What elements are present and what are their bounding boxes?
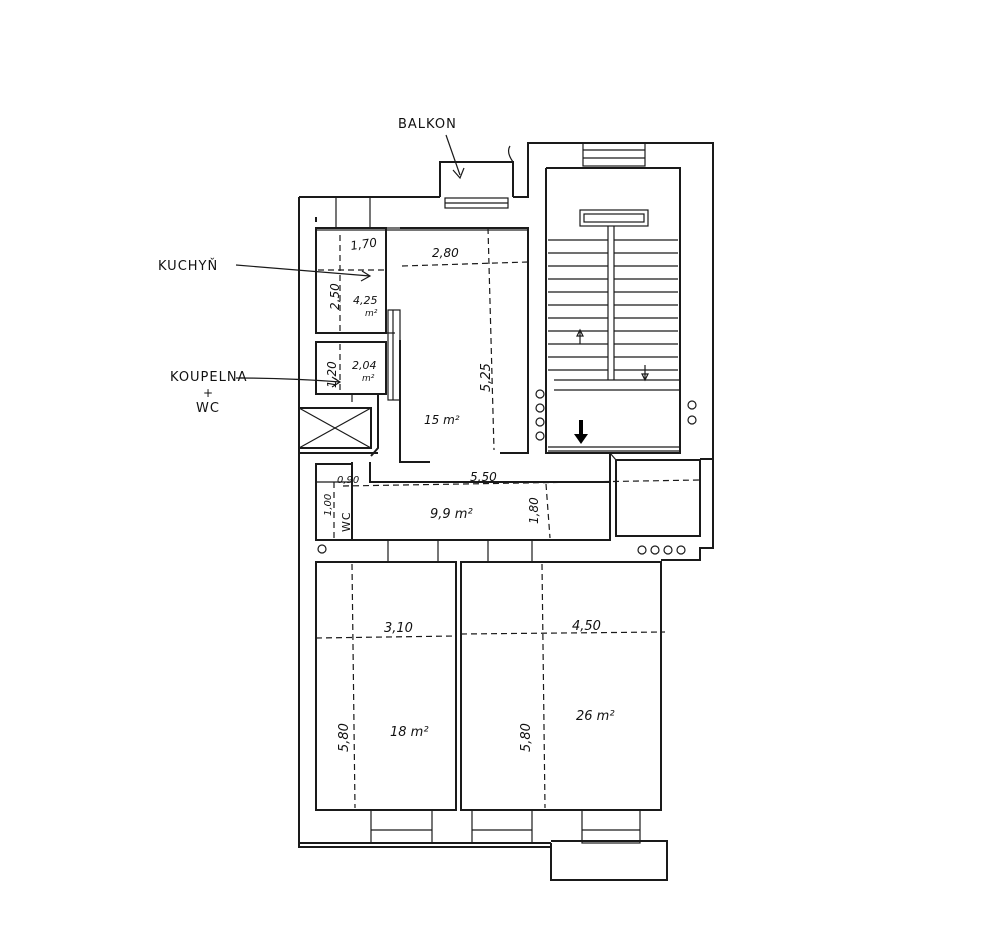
stair-circles: [317, 389, 697, 555]
dim-room-right-width: 4,50: [572, 619, 601, 634]
dim-kitchen-area: 4,25: [353, 294, 378, 307]
dim-hall-top-width: 2,80: [432, 246, 459, 260]
vent-shaft: [298, 393, 379, 457]
dim-room-right-height: 5,80: [519, 723, 534, 752]
bathroom: [315, 309, 401, 402]
dim-room-left-width: 3,10: [384, 621, 413, 636]
callout-arrows: [235, 134, 465, 388]
room-right: [460, 561, 666, 811]
dim-kitchen-area-unit: m²: [365, 309, 378, 319]
top-windows: [335, 142, 646, 229]
dim-corridor-height: 1,80: [527, 497, 541, 524]
corridor-windows: [387, 539, 533, 563]
dim-room-right-area: 26 m²: [576, 709, 615, 724]
dim-wc-height: 1,00: [323, 494, 334, 516]
dimension-labels: 1,70 2,80 2,50 4,25 m² 1,20 2,04 m² 5,25…: [323, 235, 615, 752]
dim-bath-area: 2,04: [352, 359, 377, 372]
kitchen: [315, 227, 395, 335]
label-balkon: BALKON: [398, 117, 457, 132]
dim-big-room-area: 15 m²: [424, 413, 460, 427]
label-koupelna-wc: WC: [196, 401, 220, 416]
label-kuchyn: KUCHYŇ: [158, 258, 218, 274]
dim-room-left-area: 18 m²: [390, 725, 429, 740]
dim-bath-height: 1,20: [325, 361, 339, 388]
dim-kitchen-width: 1,70: [349, 235, 378, 253]
label-wc-small: WC: [340, 511, 353, 532]
room-left: [315, 561, 457, 811]
dim-big-room-height: 5,25: [479, 363, 494, 392]
dim-kitchen-height: 2,50: [328, 283, 342, 310]
dim-bath-area-unit: m²: [362, 374, 375, 384]
room-labels: BALKON KUCHYŇ KOUPELNA + WC: [158, 117, 457, 416]
label-koupelna: KOUPELNA: [170, 370, 247, 385]
dim-room-left-height: 5,80: [337, 723, 352, 752]
label-koupelna-plus: +: [203, 386, 214, 400]
living-hall: [399, 227, 529, 463]
storage-room: [609, 452, 701, 537]
bottom-windows: [370, 809, 641, 844]
corridor: [299, 452, 701, 541]
dim-corridor-area: 9,9 m²: [430, 507, 473, 522]
dim-corridor-width: 5,50: [470, 470, 497, 484]
staircase: [545, 167, 681, 454]
entrance-arrow-icon: [574, 420, 588, 444]
dim-wc-width: 0,90: [337, 475, 359, 486]
balcony: [439, 145, 514, 209]
